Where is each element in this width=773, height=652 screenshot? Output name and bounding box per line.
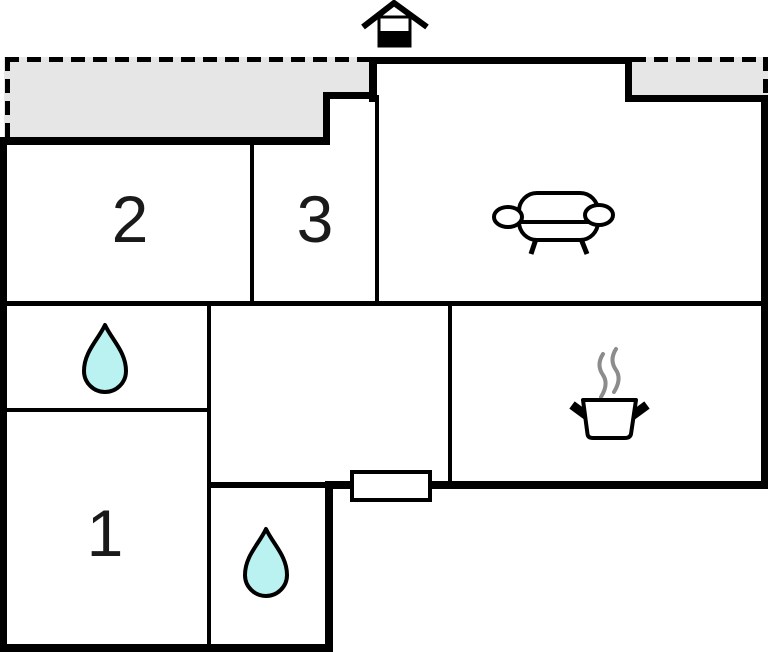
window-symbol <box>350 470 432 502</box>
terrace-top-right <box>629 57 768 98</box>
wall-segment <box>4 301 764 306</box>
sofa-icon <box>492 191 615 255</box>
steam-line <box>610 347 621 394</box>
steam-line <box>597 352 608 399</box>
sofa-armrest <box>583 203 615 227</box>
wall-segment <box>207 482 352 488</box>
water-drop-icon <box>243 527 289 598</box>
wall-segment <box>323 92 376 99</box>
terraces <box>4 57 768 141</box>
wall-segment <box>207 303 211 648</box>
pot-body <box>581 398 638 440</box>
house-icon <box>361 0 429 48</box>
wall-segment <box>325 481 768 489</box>
wall-segment <box>0 137 7 652</box>
exterior-walls <box>0 57 768 652</box>
wall-segment <box>625 95 768 102</box>
sofa-armrest <box>492 205 524 229</box>
interior-walls <box>4 95 764 648</box>
wall-segment <box>0 137 330 145</box>
sofa-leg <box>528 238 539 255</box>
wall-segment <box>448 303 452 485</box>
wall-segment <box>250 143 254 303</box>
sofa-leg <box>578 238 590 255</box>
room-label-3: 3 <box>297 182 334 256</box>
wall-segment <box>0 644 333 652</box>
room-labels: 2 3 1 <box>87 182 334 570</box>
cooking-pot-icon <box>569 347 650 440</box>
room-label-2: 2 <box>112 182 149 256</box>
wall-segment <box>761 95 768 489</box>
water-drop-icon <box>82 323 128 394</box>
wall-segment <box>625 57 632 102</box>
wall-segment <box>4 408 211 412</box>
wall-segment <box>369 57 377 102</box>
room-label-1: 1 <box>87 496 124 570</box>
wall-segment <box>325 481 333 652</box>
house-icon-base <box>379 31 410 46</box>
wall-segment <box>369 57 630 64</box>
terrace-top-left <box>4 57 373 141</box>
house-icon-roof <box>361 0 429 30</box>
wall-segment <box>375 95 379 303</box>
terrace-dashed-boundaries <box>5 57 768 143</box>
wall-segment <box>323 92 330 143</box>
